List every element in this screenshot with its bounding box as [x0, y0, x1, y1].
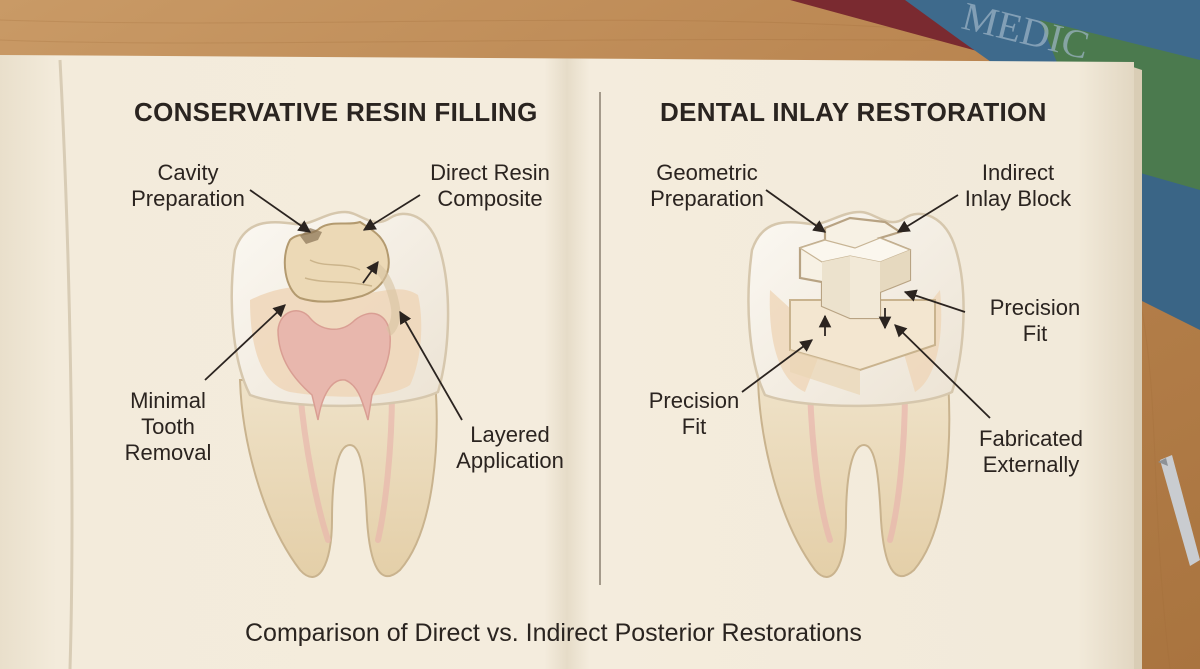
left-panel-title: CONSERVATIVE RESIN FILLING — [134, 97, 538, 127]
resin-filled-tooth — [230, 210, 450, 578]
left-tooth-roots — [238, 379, 438, 578]
label-precision-fit-right: Precision Fit — [989, 295, 1081, 346]
label-layered-application: Layered Application — [456, 422, 564, 473]
figure-caption: Comparison of Direct vs. Indirect Poster… — [245, 619, 862, 647]
pen — [1158, 455, 1200, 566]
label-minimal-tooth-removal: Minimal Tooth Removal — [124, 388, 212, 465]
open-book — [0, 55, 1142, 669]
left-tooth-pulp — [277, 310, 391, 421]
annotation-arrows — [204, 189, 991, 421]
label-precision-fit-left: Precision Fit — [648, 388, 740, 439]
right-panel-title: DENTAL INLAY RESTORATION — [660, 97, 1047, 127]
label-geometric-preparation: Geometric Preparation — [650, 160, 764, 211]
label-cavity-preparation: Cavity Preparation — [131, 160, 245, 211]
label-fabricated-externally: Fabricated Externally — [979, 426, 1083, 477]
label-indirect-inlay-block: Indirect Inlay Block — [964, 160, 1072, 211]
label-direct-resin-composite: Direct Resin Composite — [430, 160, 550, 211]
